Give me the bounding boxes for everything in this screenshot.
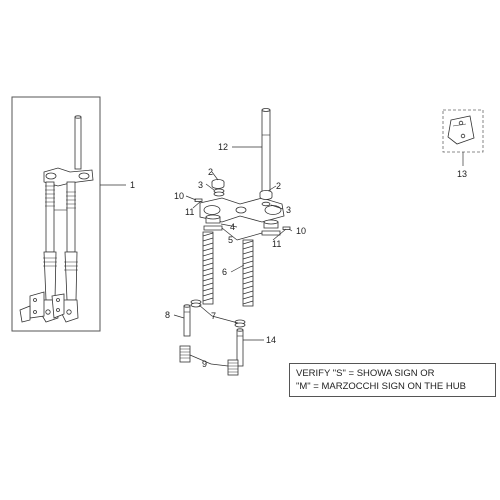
- callout-4: 4: [230, 222, 235, 232]
- callout-2-left: 2: [208, 167, 213, 177]
- verification-note: VERIFY "S" = SHOWA SIGN OR "M" = MARZOCC…: [289, 363, 496, 397]
- steering-stem-part: [261, 108, 271, 199]
- ring-part-left: [190, 299, 202, 308]
- callout-1: 1: [130, 180, 135, 190]
- damper-rod-part-right: [236, 328, 244, 367]
- small-spring-part-right: [227, 359, 239, 376]
- leader-lines: [173, 146, 464, 367]
- callout-3-left: 3: [198, 180, 203, 190]
- callout-13: 13: [457, 169, 467, 179]
- spring-part-left: [202, 231, 214, 305]
- callout-6: 6: [222, 267, 227, 277]
- seal-part-left: [213, 188, 225, 197]
- cap-part-left: [211, 179, 225, 189]
- callout-11-left: 11: [185, 207, 194, 217]
- callout-labels: 1 12 2 2 3 3 10 10 11 11 4 5 6 7 8 9 14 …: [130, 142, 467, 369]
- callout-8: 8: [165, 310, 170, 320]
- note-line-2: "M" = MARZOCCHI SIGN ON THE HUB: [296, 381, 466, 392]
- seal-part-right: [261, 201, 271, 207]
- cap-part-right: [259, 190, 273, 200]
- callout-5: 5: [228, 235, 233, 245]
- callout-14: 14: [266, 335, 276, 345]
- callout-11-right: 11: [272, 239, 281, 249]
- callout-3-right: 3: [286, 205, 291, 215]
- pin-part-right: [282, 226, 291, 230]
- complete-fork-assembly: [11, 96, 101, 332]
- callout-10-right: 10: [296, 226, 306, 236]
- damper-rod-part: [183, 304, 191, 337]
- callout-12: 12: [218, 142, 228, 152]
- callout-7: 7: [211, 311, 216, 321]
- assembly-frame: [11, 96, 101, 332]
- exploded-components: [179, 108, 475, 376]
- bushing-part-right: [261, 219, 281, 236]
- callout-10-left: 10: [174, 191, 184, 201]
- pin-part-left: [194, 198, 203, 202]
- callout-9: 9: [202, 359, 207, 369]
- bushing-part-left: [203, 214, 223, 231]
- note-line-1: VERIFY "S" = SHOWA SIGN OR: [296, 368, 435, 379]
- ring-part-right: [234, 319, 246, 328]
- bracket-part: [447, 115, 475, 145]
- callout-2-right: 2: [276, 181, 281, 191]
- spring-part-right: [242, 239, 254, 307]
- small-spring-part-left: [179, 345, 191, 363]
